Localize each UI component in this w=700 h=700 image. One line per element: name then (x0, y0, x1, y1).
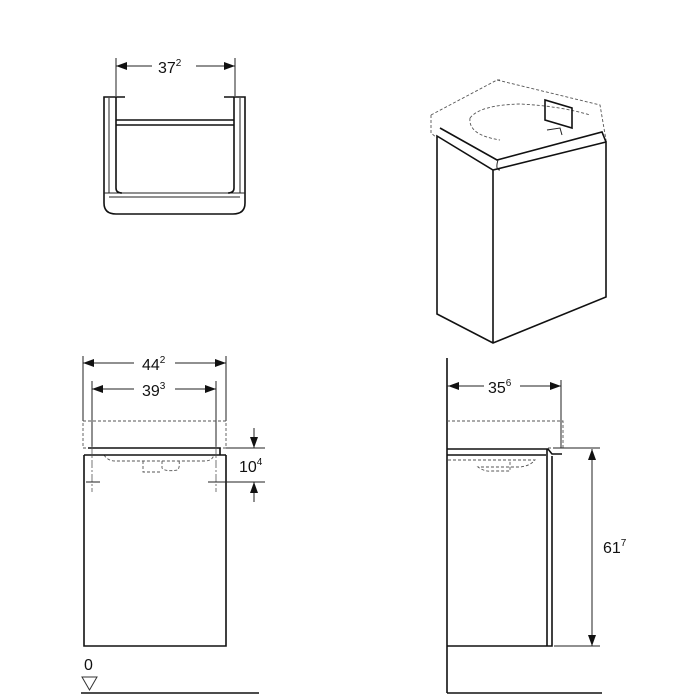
arrow-left-icon (92, 385, 103, 393)
cabinet-side-outline (447, 448, 562, 647)
cabinet-inner-lines (104, 98, 245, 198)
arrow-up-icon (588, 449, 596, 460)
dimension-label-inner-width: 393 (142, 381, 166, 400)
cabinet-top-outline (103, 96, 246, 215)
basin-outline-dashed (430, 79, 607, 141)
arrow-left-icon (448, 382, 459, 390)
basin-outline-dashed (447, 420, 564, 449)
reference-lines (553, 447, 600, 647)
basin-bowl-dashed (448, 459, 536, 472)
arrow-down-icon (588, 635, 596, 646)
floor-level-label: 0 (84, 657, 93, 674)
side-view: 356 617 (446, 358, 638, 694)
basin-bowl-dashed (103, 454, 215, 473)
top-view: 372 (103, 58, 246, 215)
reference-lines (86, 447, 265, 483)
dimension-label-overall-width: 442 (142, 355, 166, 374)
arrow-up-icon (250, 482, 258, 493)
arrow-left-icon (83, 359, 94, 367)
dimension-label-depth: 356 (488, 378, 512, 397)
arrow-right-icon (205, 385, 216, 393)
basin-outline-dashed (82, 420, 227, 449)
label-background (598, 533, 638, 555)
center-lines (91, 446, 217, 492)
front-view: 442 393 104 0 (81, 355, 265, 694)
arrow-right-icon (224, 62, 235, 70)
cabinet-outline (436, 127, 607, 344)
mounting-bracket (544, 98, 573, 130)
arrow-right-icon (550, 382, 561, 390)
cabinet-details (496, 127, 563, 171)
arrow-right-icon (215, 359, 226, 367)
dimension-label-height: 617 (603, 538, 627, 557)
arrow-left-icon (116, 62, 127, 70)
cabinet-front-outline (83, 447, 227, 647)
floor-level-triangle-icon (81, 676, 98, 692)
arrow-down-icon (250, 437, 258, 448)
dimension-label-top-width: 372 (158, 58, 182, 77)
dimension-label-height-offset: 104 (239, 457, 263, 476)
isometric-view (430, 79, 607, 344)
drawer-outline (115, 97, 235, 194)
